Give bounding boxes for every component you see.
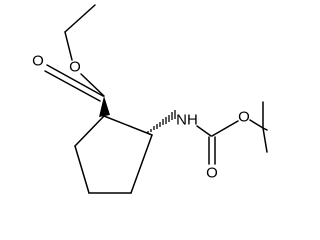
wedge-bond [99, 96, 110, 117]
bond-tbutyl-methyl-3 [262, 127, 268, 131]
bond-ester-double-2 [44, 70, 101, 102]
bond-o-tbutyl [249, 119, 264, 129]
atom-carbamate-ether-oxygen: O [238, 109, 250, 126]
bond-o-ester-carbon [80, 73, 105, 97]
atom-amide-nitrogen: NH [176, 112, 198, 129]
bond-nh-carbamate [196, 125, 212, 137]
bond-ester-double-1 [46, 64, 104, 97]
bond-carbamate-o [211, 120, 239, 137]
chemical-structure: O O NH O O [32, 4, 268, 194]
atom-ester-ether-oxygen: O [69, 59, 81, 76]
ring-bond-c4-c5 [74, 145, 90, 194]
ring-bond-c5-c1 [74, 115, 105, 147]
ring-bond-c2-c3 [130, 134, 153, 194]
bond-ethyl-ch2-o [64, 31, 73, 61]
hashed-bond [147, 110, 176, 134]
atom-ester-carbonyl-oxygen: O [32, 53, 44, 70]
bond-ethyl-ch3-ch2 [64, 4, 96, 33]
atom-carbamate-carbonyl-oxygen: O [206, 165, 218, 182]
bond-tbutyl-methyl-2 [262, 127, 268, 153]
ring-bond-c1-c2 [103, 115, 153, 136]
